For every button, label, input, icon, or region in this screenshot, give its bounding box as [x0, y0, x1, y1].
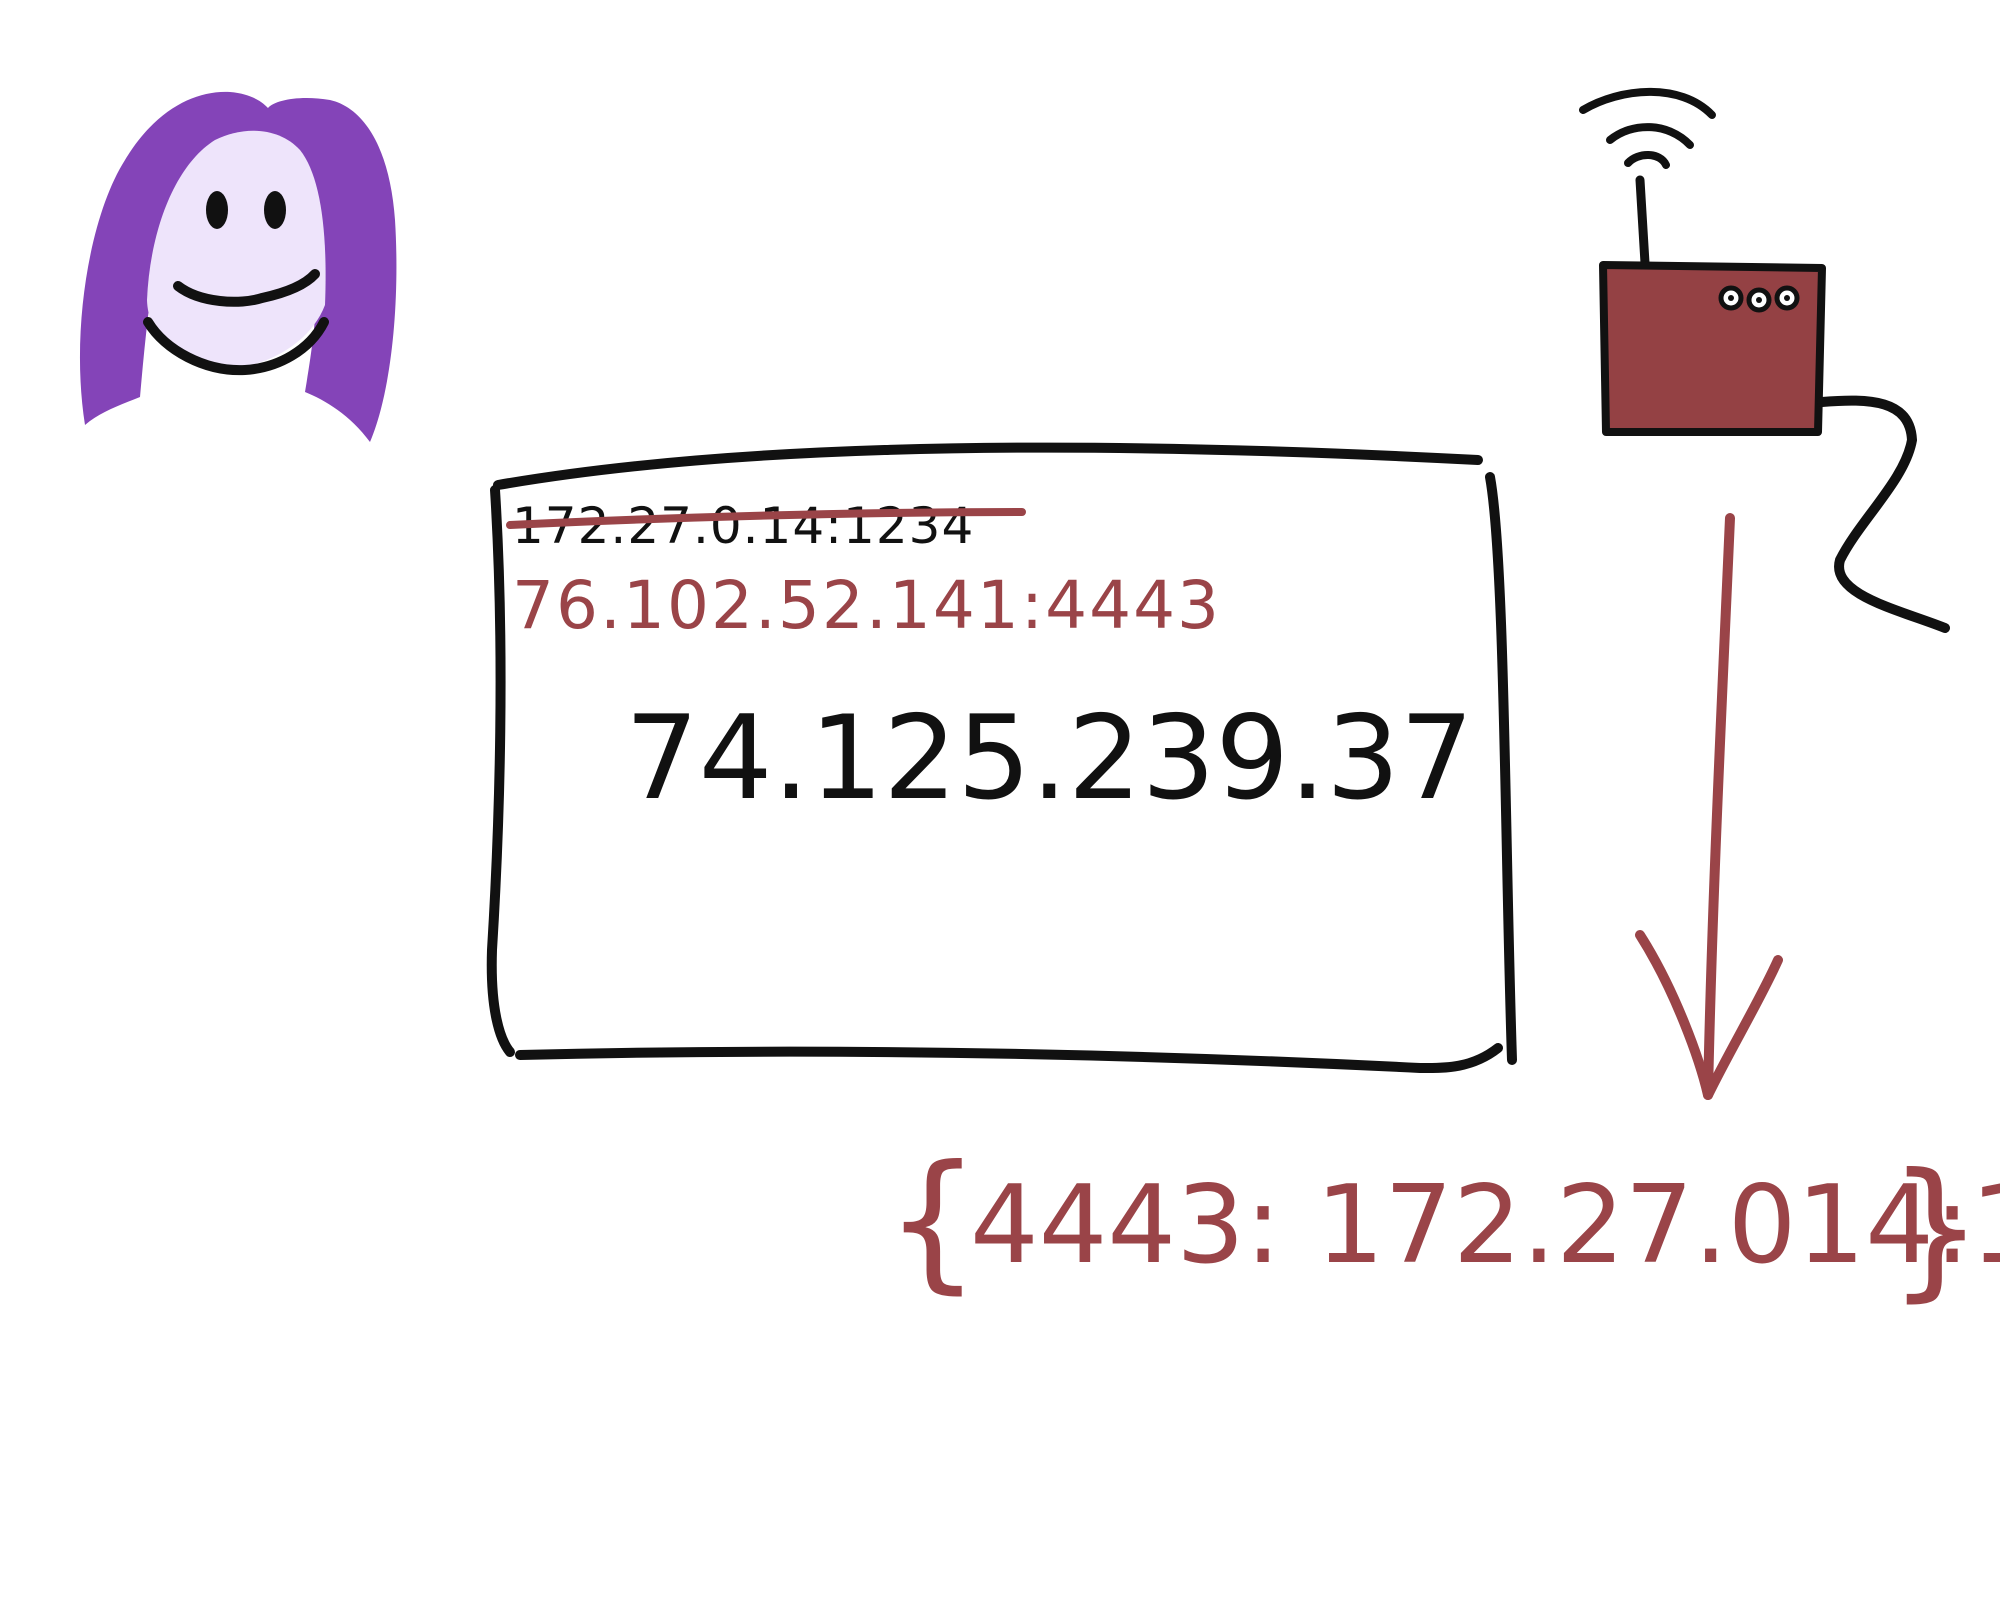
down-arrow	[1635, 513, 1783, 1100]
nat-table-entry: 4443: 172.27.014:1234	[970, 1163, 2000, 1288]
router-cable	[1817, 395, 1950, 633]
person-left-eye	[206, 191, 228, 229]
nat-table-close-brace: }	[1888, 1142, 1983, 1316]
wifi-signal-icon	[1579, 87, 1716, 169]
nat-table-open-brace: {	[885, 1134, 980, 1308]
router-lights	[1718, 285, 1800, 313]
packet-destination: 74.125.239.37	[625, 691, 1474, 826]
person-icon	[79, 91, 397, 442]
nat-table: { 4443: 172.27.014:1234 }	[885, 1134, 2000, 1316]
strikethrough-line	[506, 508, 1026, 529]
packet-box-outline	[486, 442, 1517, 1074]
router-icon	[1579, 87, 1950, 633]
person-right-eye	[264, 191, 286, 229]
packet-source-rewritten: 76.102.52.141:4443	[512, 567, 1221, 644]
router-antenna	[1635, 175, 1650, 268]
person-smile	[173, 269, 320, 307]
packet-box: 172.27.0.14:1234 76.102.52.141:4443 74.1…	[486, 442, 1517, 1074]
person-hair	[79, 91, 397, 442]
person-chin-line	[143, 317, 329, 376]
person-face	[147, 130, 326, 369]
packet-source-original: 172.27.0.14:1234	[512, 497, 974, 555]
